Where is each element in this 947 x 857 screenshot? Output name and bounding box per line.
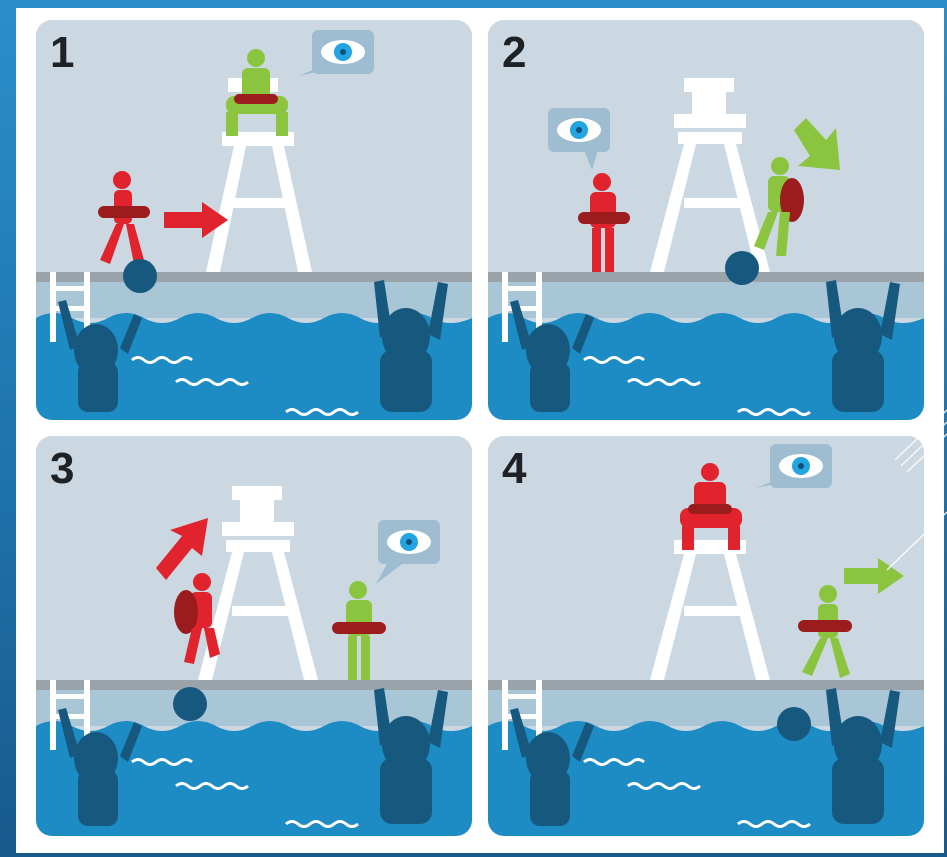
panel-number: 3 (50, 444, 73, 494)
panel-4: 4 (488, 436, 924, 836)
ball (725, 251, 759, 285)
panel-4-scene (488, 436, 924, 836)
panel-2: 2 (488, 20, 924, 420)
panel-3: 3 (36, 436, 472, 836)
ball (173, 687, 207, 721)
panel-number: 2 (502, 28, 525, 78)
illustration-frame: 1 (16, 8, 944, 853)
panel-2-scene (488, 20, 924, 420)
panel-1: 1 (36, 20, 472, 420)
ball (777, 707, 811, 741)
decorative-lines (887, 400, 947, 600)
panel-number: 1 (50, 28, 73, 78)
ball (123, 259, 157, 293)
panel-1-scene (36, 20, 472, 420)
panel-3-scene (36, 436, 472, 836)
panel-number: 4 (502, 444, 525, 494)
